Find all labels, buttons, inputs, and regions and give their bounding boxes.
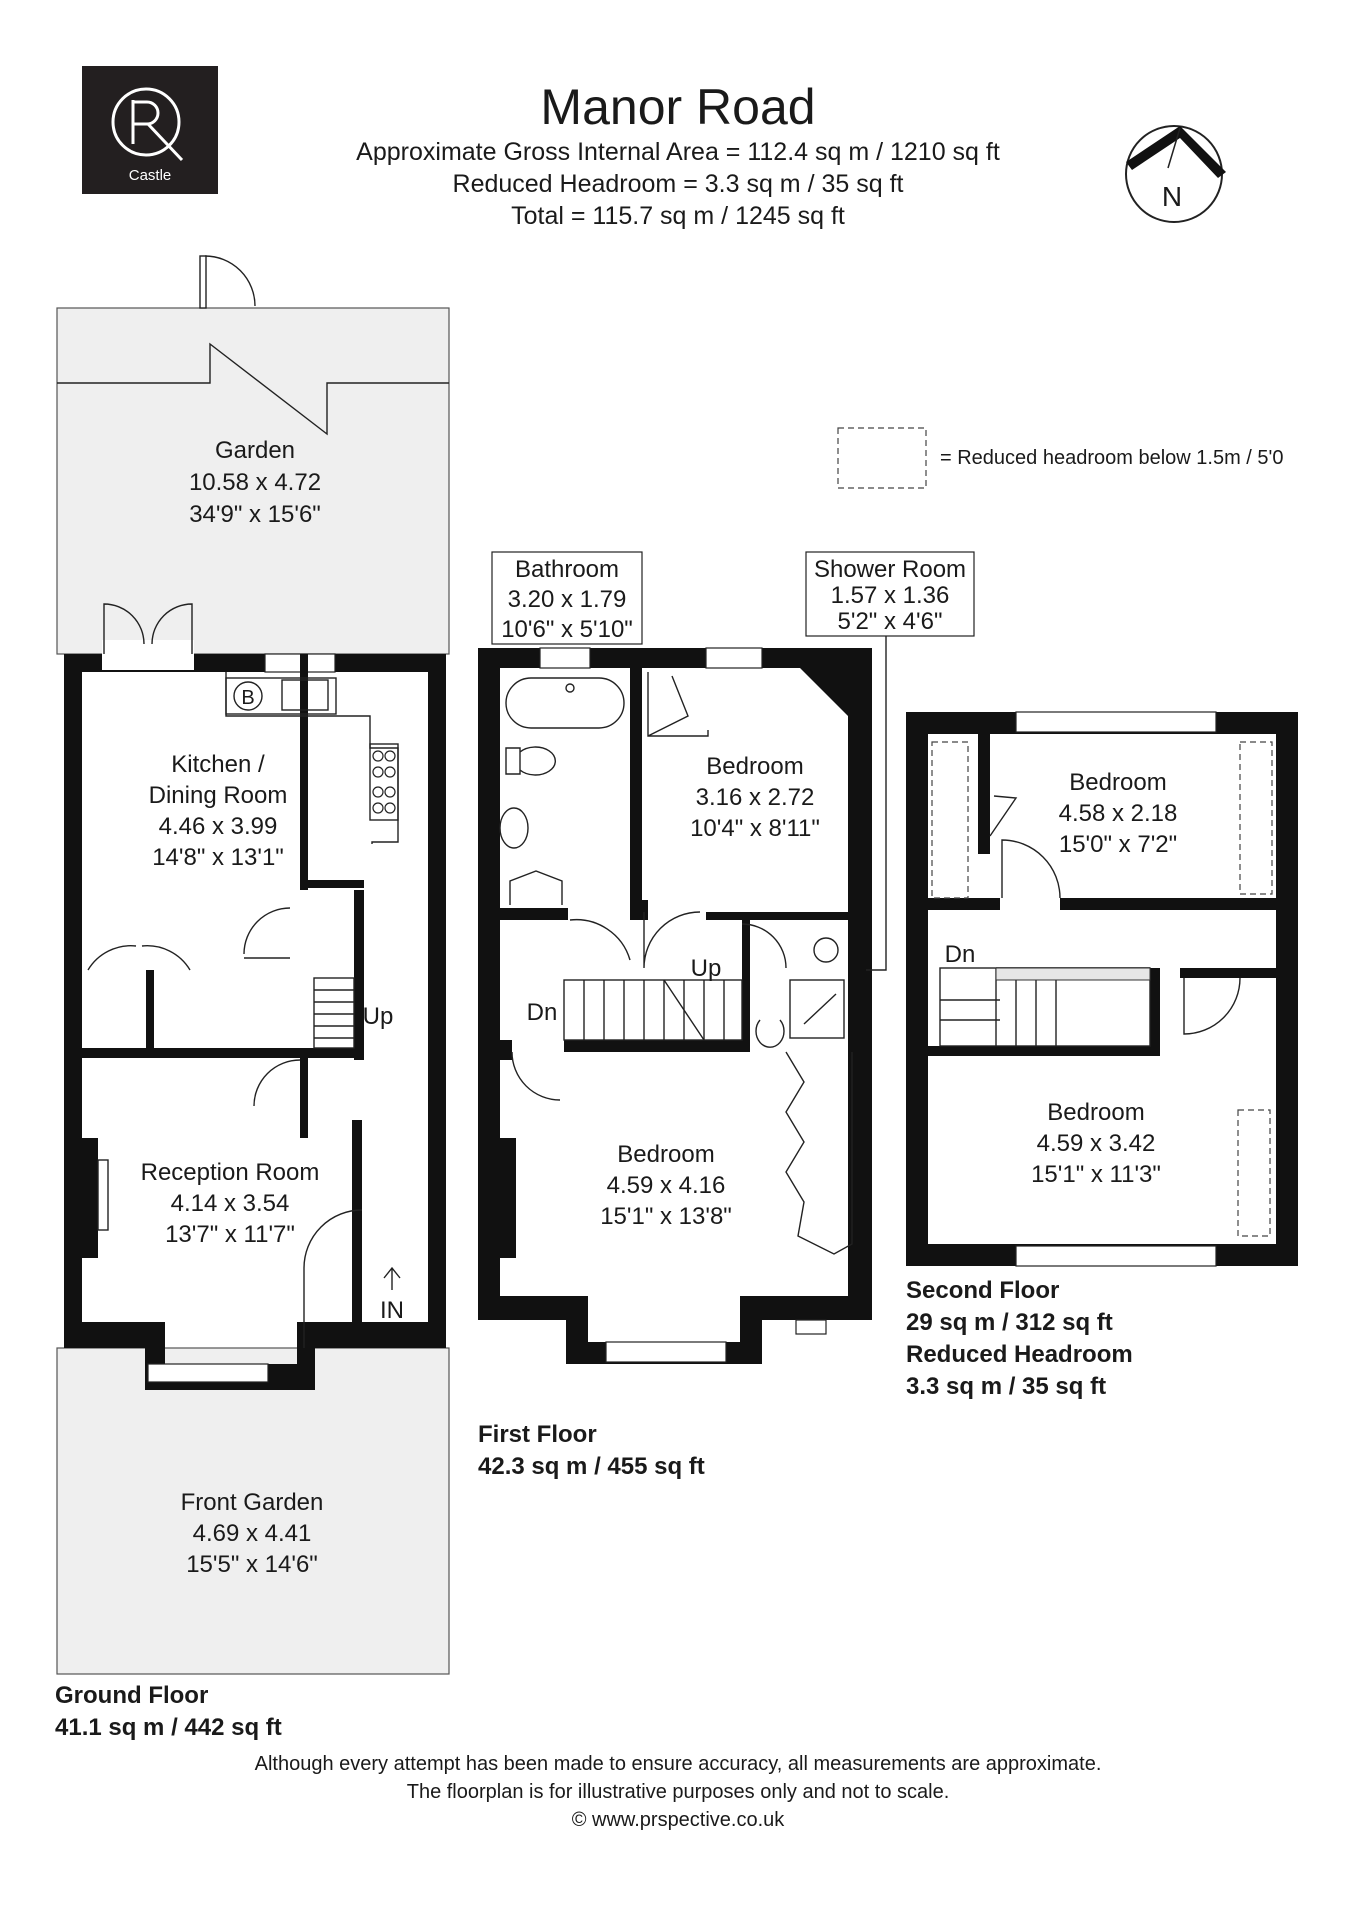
page-title: Manor Road xyxy=(540,79,815,135)
reduced-headroom-floor-area: 3.3 sq m / 35 sq ft xyxy=(906,1373,1106,1400)
kitchen-imperial: 14'8" x 13'1" xyxy=(152,844,284,871)
boiler-label: B xyxy=(241,687,254,709)
copyright: © www.prspective.co.uk xyxy=(572,1809,786,1831)
shower-room-imperial: 5'2" x 4'6" xyxy=(838,608,943,635)
compass-icon: N xyxy=(1125,125,1226,223)
total-area: Total = 115.7 sq m / 1245 sq ft xyxy=(511,202,845,230)
kitchen-name-line2: Dining Room xyxy=(149,782,288,809)
ff-rear-bedroom-imperial: 10'4" x 8'11" xyxy=(690,815,820,842)
disclaimer-line2: The floorplan is for illustrative purpos… xyxy=(407,1781,950,1803)
reception-metric: 4.14 x 3.54 xyxy=(171,1190,290,1217)
ground-stairs-up: Up xyxy=(363,1003,394,1030)
shower-room-name: Shower Room xyxy=(814,556,966,583)
shower-room-metric: 1.57 x 1.36 xyxy=(831,582,950,609)
garden-metric: 10.58 x 4.72 xyxy=(189,469,321,496)
second-floor-name: Second Floor xyxy=(906,1277,1059,1304)
kitchen-metric: 4.46 x 3.99 xyxy=(159,813,278,840)
bathroom-callout xyxy=(491,551,643,645)
sf-rear-bedroom-metric: 4.58 x 2.18 xyxy=(1059,800,1178,827)
first-floor-area: 42.3 sq m / 455 sq ft xyxy=(478,1453,705,1480)
first-floor-name: First Floor xyxy=(478,1421,597,1448)
logo-monogram-icon xyxy=(111,87,184,162)
sf-front-bedroom-metric: 4.59 x 3.42 xyxy=(1037,1130,1156,1157)
bathroom-metric: 3.20 x 1.79 xyxy=(508,586,627,613)
ff-rear-bedroom-name: Bedroom xyxy=(706,753,803,780)
ff-front-bedroom-name: Bedroom xyxy=(617,1141,714,1168)
ff-stairs-down: Dn xyxy=(527,999,558,1026)
sf-front-bedroom-name: Bedroom xyxy=(1047,1099,1144,1126)
legend-text: = Reduced headroom below 1.5m / 5'0 xyxy=(940,447,1283,469)
sf-rear-bedroom-name: Bedroom xyxy=(1069,769,1166,796)
logo-text: Castle xyxy=(129,167,172,184)
second-floor-area: 29 sq m / 312 sq ft xyxy=(906,1309,1113,1336)
first-floor-plan xyxy=(478,632,887,1364)
front-garden-name: Front Garden xyxy=(181,1489,324,1516)
reception-name: Reception Room xyxy=(141,1159,320,1186)
kitchen-name-line1: Kitchen / xyxy=(171,751,265,778)
ff-rear-bedroom-metric: 3.16 x 2.72 xyxy=(696,784,815,811)
front-garden-imperial: 15'5" x 14'6" xyxy=(186,1551,318,1578)
legend-swatch xyxy=(837,427,927,489)
company-logo: Castle xyxy=(82,66,218,194)
bathroom-name: Bathroom xyxy=(515,556,619,583)
reduced-headroom-name: Reduced Headroom xyxy=(906,1341,1133,1368)
front-garden-area xyxy=(56,1347,450,1675)
compass-label: N xyxy=(1162,181,1182,212)
ground-floor-area: 41.1 sq m / 442 sq ft xyxy=(55,1714,282,1741)
legend: = Reduced headroom below 1.5m / 5'0 xyxy=(837,427,1283,489)
ff-front-bedroom-metric: 4.59 x 4.16 xyxy=(607,1172,726,1199)
reception-imperial: 13'7" x 11'7" xyxy=(165,1221,295,1248)
sf-front-bedroom-imperial: 15'1" x 11'3" xyxy=(1031,1161,1161,1188)
sf-stairs-down: Dn xyxy=(945,941,976,968)
gross-area: Approximate Gross Internal Area = 112.4 … xyxy=(356,138,1000,166)
entrance-label: IN xyxy=(380,1297,404,1324)
reduced-headroom-area: Reduced Headroom = 3.3 sq m / 35 sq ft xyxy=(453,170,904,198)
disclaimer-line1: Although every attempt has been made to … xyxy=(255,1753,1102,1775)
ff-stairs-up: Up xyxy=(691,955,722,982)
front-garden-metric: 4.69 x 4.41 xyxy=(193,1520,312,1547)
garden-imperial: 34'9" x 15'6" xyxy=(189,501,321,528)
ff-front-bedroom-imperial: 15'1" x 13'8" xyxy=(600,1203,732,1230)
shower-room-callout xyxy=(805,551,975,637)
sf-rear-bedroom-imperial: 15'0" x 7'2" xyxy=(1059,831,1177,858)
bathroom-imperial: 10'6" x 5'10" xyxy=(501,616,633,643)
ground-floor-plan: B xyxy=(56,255,450,1675)
ground-floor-name: Ground Floor xyxy=(55,1682,208,1709)
second-floor-plan xyxy=(906,711,1298,1267)
garden-name: Garden xyxy=(215,437,295,464)
